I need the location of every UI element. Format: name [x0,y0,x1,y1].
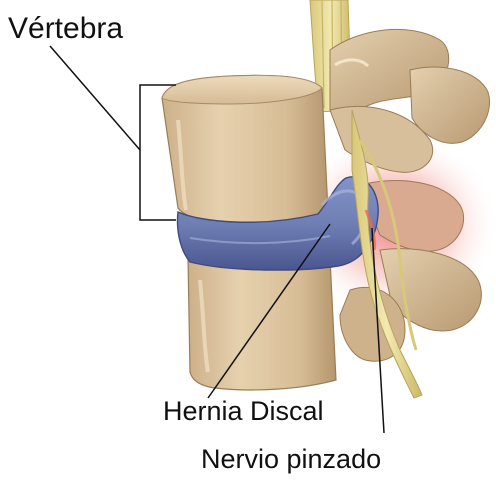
lower-vertebral-body [188,258,336,390]
vertebra-leader-line [50,46,140,150]
label-hernia-discal: Hernia Discal [163,398,324,425]
upper-vertebral-body [162,75,328,223]
label-nervio-pinzado: Nervio pinzado [201,446,381,473]
label-vertebra: Vértebra [8,14,123,44]
